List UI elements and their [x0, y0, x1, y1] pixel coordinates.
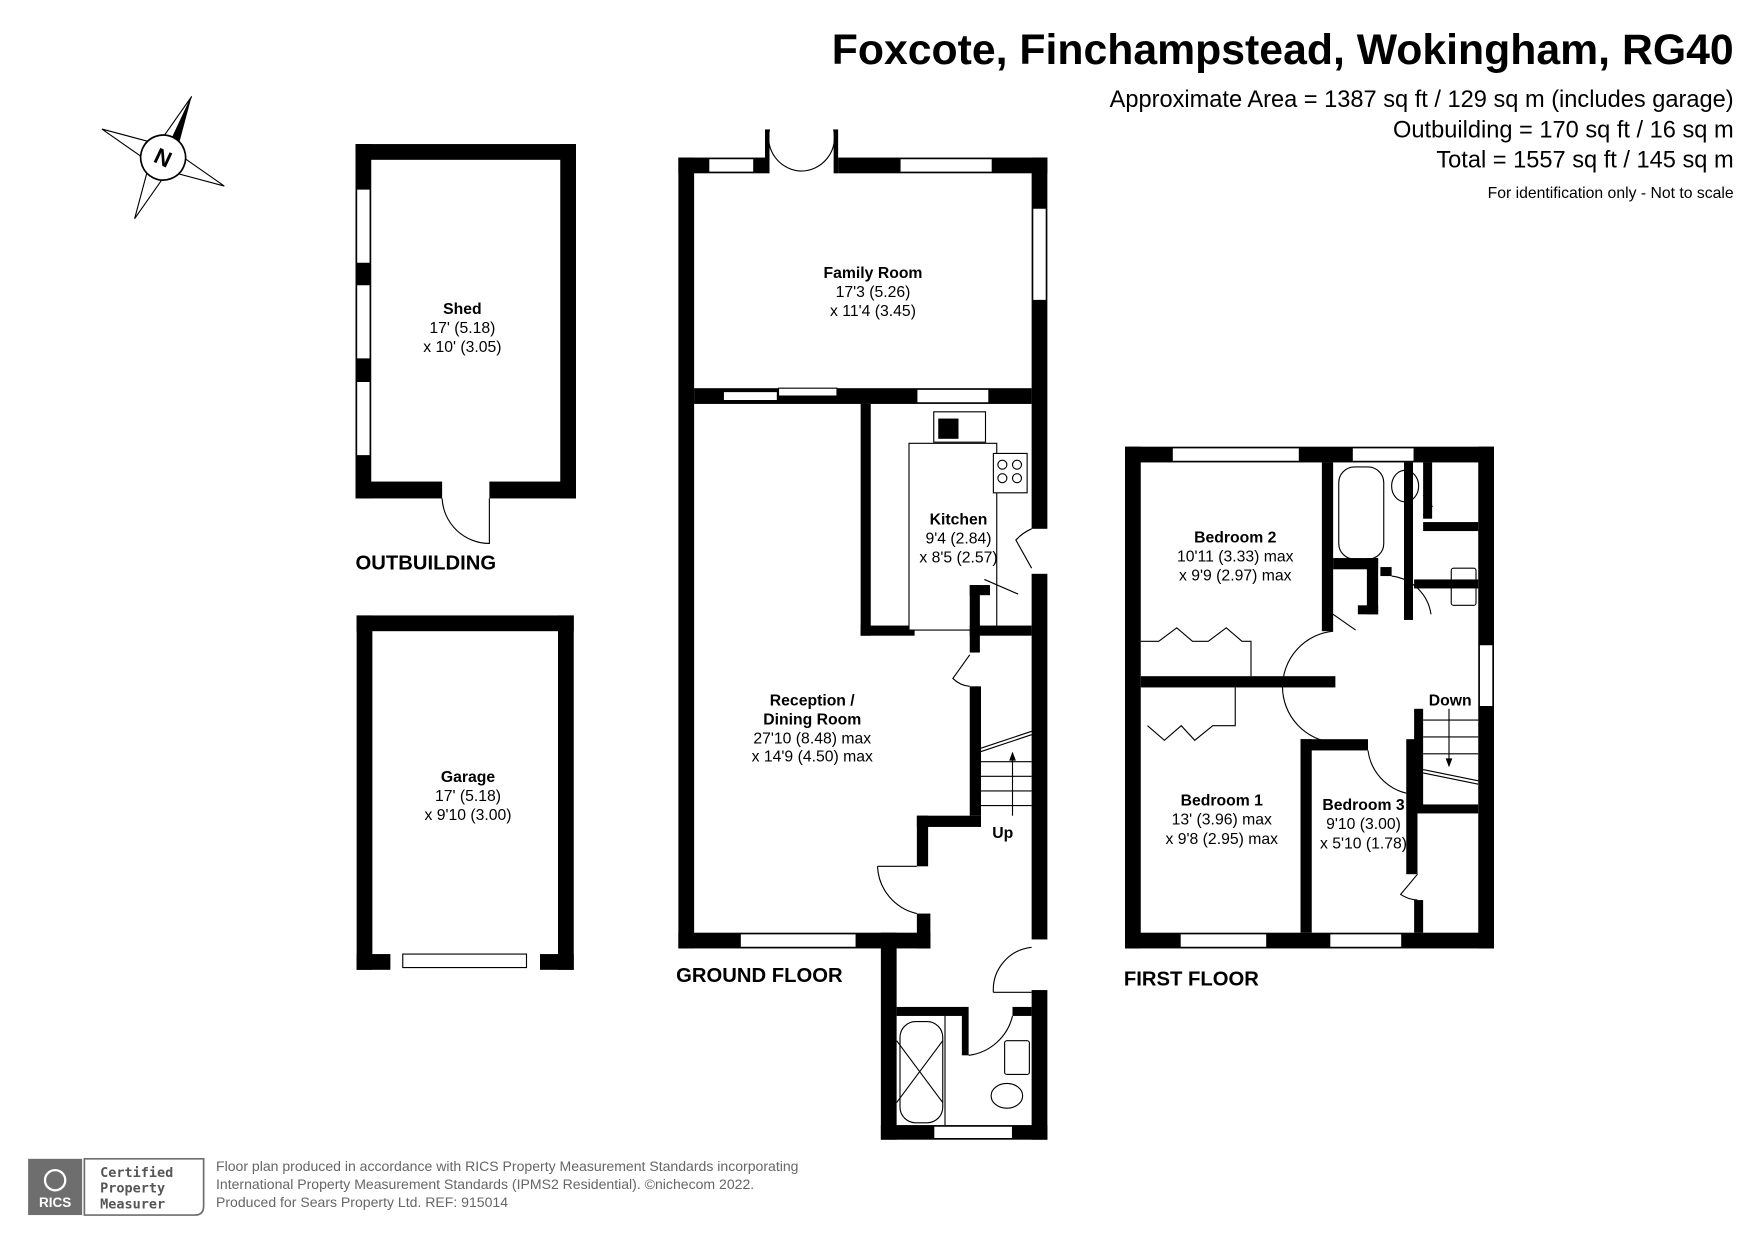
shed-dim1: 17' (5.18) [429, 320, 495, 337]
shed: Shed 17' (5.18) x 10' (3.05) [355, 144, 576, 545]
bedroom1-name: Bedroom 1 [1181, 793, 1264, 810]
first-floor-label: FIRST FLOOR [1124, 969, 1259, 991]
disclaimer: For identification only - Not to scale [1488, 185, 1734, 202]
area-total: Total = 1557 sq ft / 145 sq m [1436, 148, 1733, 174]
footer-line-1: Floor plan produced in accordance with R… [216, 1158, 798, 1174]
bedroom2-dim1: 10'11 (3.33) max [1177, 548, 1294, 565]
bedroom3-dim2: x 5'10 (1.78) [1320, 835, 1407, 852]
north-compass-icon: N [101, 96, 225, 220]
bedroom1-dim2: x 9'8 (2.95) max [1166, 831, 1279, 848]
shed-dim2: x 10' (3.05) [423, 339, 501, 356]
stairs-down-label: Down [1429, 692, 1472, 709]
reception-dim2: x 14'9 (4.50) max [752, 749, 873, 766]
shed-name: Shed [443, 301, 482, 318]
ground-floor-label: GROUND FLOOR [676, 965, 843, 987]
bedroom3-dim1: 9'10 (3.00) [1326, 816, 1401, 833]
reception-name-2: Dining Room [763, 712, 861, 729]
kitchen-dim2: x 8'5 (2.57) [919, 550, 997, 567]
family-room-name: Family Room [824, 265, 923, 282]
family-room-dim1: 17'3 (5.26) [836, 284, 911, 301]
svg-text:Certified: Certified [100, 1165, 173, 1181]
bedroom2-dim2: x 9'9 (2.97) max [1179, 568, 1292, 585]
reception-dim1: 27'10 (8.48) max [753, 731, 871, 748]
kitchen-dim1: 9'4 (2.84) [925, 530, 991, 547]
stairs-up-label: Up [992, 825, 1013, 842]
reception-name: Reception / [770, 692, 856, 709]
svg-text:RICS: RICS [39, 1195, 71, 1210]
bedroom3-name: Bedroom 3 [1322, 797, 1405, 814]
svg-text:Measurer: Measurer [100, 1196, 165, 1212]
staircase-down [1423, 708, 1479, 785]
garage: Garage 17' (5.18) x 9'10 (3.00) [356, 615, 574, 971]
svg-text:Property: Property [100, 1181, 165, 1197]
page-title: Foxcote, Finchampstead, Wokingham, RG40 [832, 26, 1734, 74]
bedroom1-dim1: 13' (3.96) max [1172, 812, 1272, 829]
footer-line-2: International Property Measurement Stand… [216, 1176, 754, 1192]
family-room-dim2: x 11'4 (3.45) [830, 303, 916, 320]
garage-dim2: x 9'10 (3.00) [424, 807, 511, 824]
area-main: Approximate Area = 1387 sq ft / 129 sq m… [1110, 87, 1734, 113]
outbuilding-label: OUTBUILDING [356, 552, 497, 574]
first-floor-plan: Down Bedroom 2 10'11 (3.33) max x 9'9 (2… [1125, 446, 1494, 949]
bedroom2-name: Bedroom 2 [1194, 529, 1277, 546]
area-outbuilding: Outbuilding = 170 sq ft / 16 sq m [1393, 117, 1734, 143]
staircase [980, 730, 1032, 816]
ground-floor-plan: Up Family Room 17'3 (5.26) x 11'4 (3.45)… [678, 129, 1048, 1140]
kitchen-name: Kitchen [930, 511, 988, 528]
garage-name: Garage [441, 769, 496, 786]
garage-dim1: 17' (5.18) [435, 788, 501, 805]
footer-line-3: Produced for Sears Property Ltd. REF: 91… [216, 1194, 508, 1210]
rics-badge: RICS Certified Property Measurer [28, 1157, 205, 1216]
